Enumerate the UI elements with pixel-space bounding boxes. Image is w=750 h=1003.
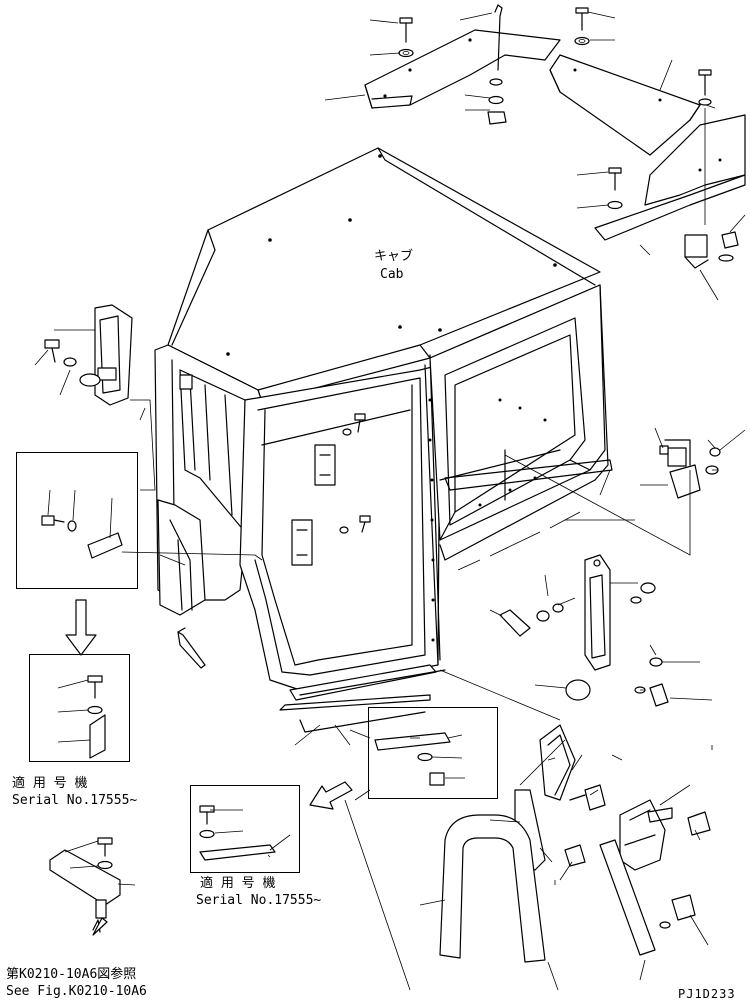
inset-box-bottom	[190, 785, 300, 873]
inset-left-parts	[41, 515, 123, 919]
grab-handle	[439, 814, 546, 963]
left-rail	[177, 631, 206, 669]
top-bracket-left	[364, 29, 561, 109]
serial-note-bottom-en: Serial No.17555~	[196, 893, 322, 908]
reference-en: See Fig.K0210-10A6	[6, 984, 147, 999]
cab-label-jp: キャブ	[374, 249, 414, 264]
drawing-code: PJ1D233	[678, 987, 736, 1001]
door-sill	[279, 459, 613, 733]
inset-box-left-lower	[29, 654, 130, 762]
reference-jp: 第K0210-10A6図参照	[6, 967, 137, 982]
window-latch	[44, 304, 133, 406]
right-parts	[499, 439, 721, 707]
inset-bottom-parts	[199, 732, 451, 861]
top-bracket-right	[549, 54, 701, 156]
cab-body	[154, 147, 609, 691]
inset-box-left-upper	[16, 452, 138, 589]
serial-note-left-en: Serial No.17555~	[12, 793, 138, 808]
arrows	[65, 599, 353, 936]
leader-lines	[34, 11, 746, 991]
cab-label-en: Cab	[380, 267, 404, 282]
top-bolts	[398, 4, 739, 269]
side-bracket-right	[594, 114, 746, 241]
serial-note-bottom-jp: 適 用 号 機	[200, 876, 276, 891]
lower-right-brackets	[514, 724, 711, 956]
inset-box-center	[368, 707, 498, 799]
serial-note-left-jp: 適 用 号 機	[12, 776, 88, 791]
